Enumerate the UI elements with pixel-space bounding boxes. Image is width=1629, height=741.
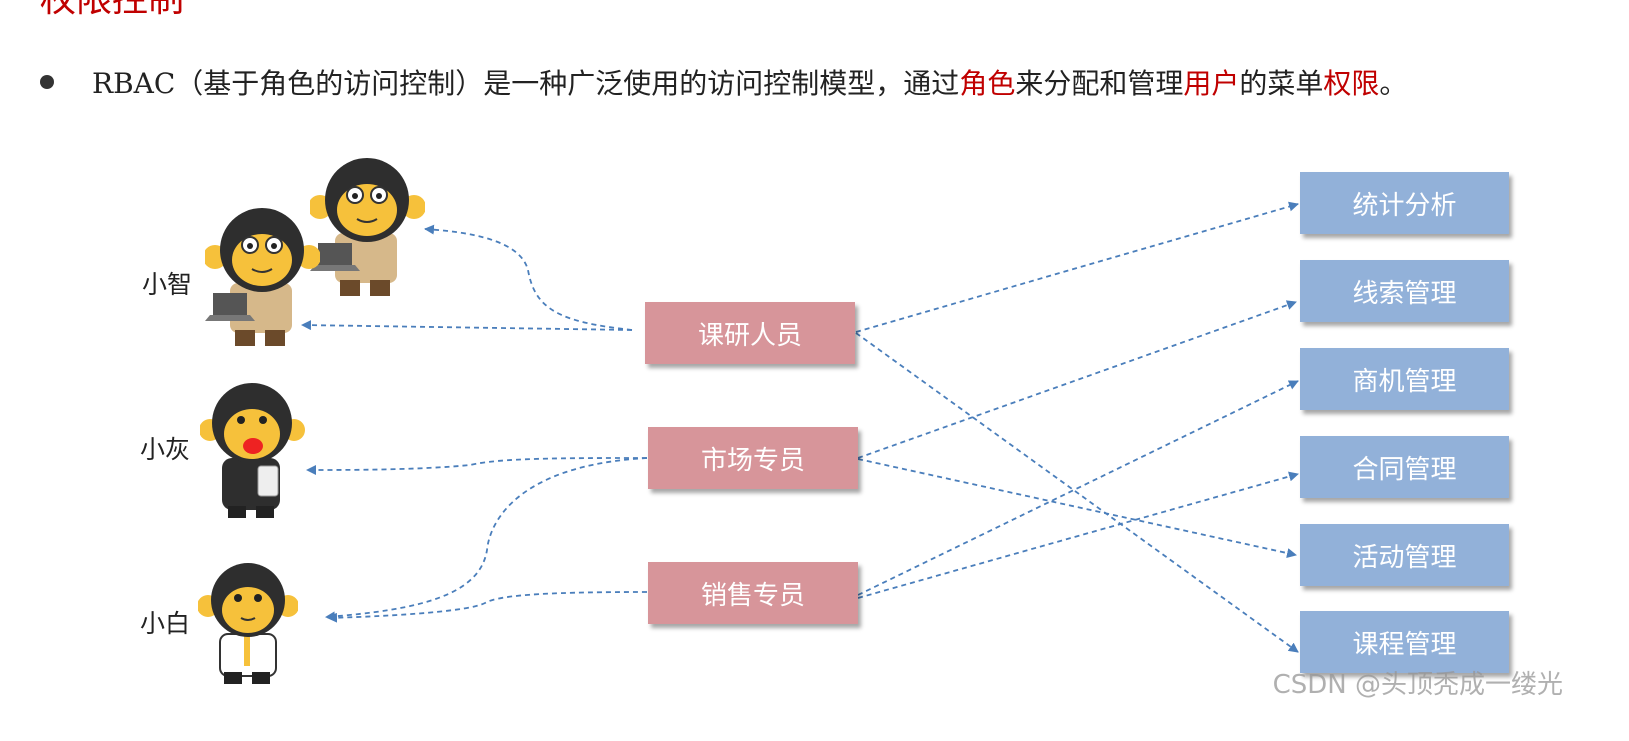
user-name-xiaozhi: 小智: [142, 270, 193, 299]
role-box-marketing: 市场专员: [648, 427, 858, 489]
intro-text-3: 的菜单: [1239, 67, 1324, 100]
monkey-laptop-avatar-back: [310, 158, 425, 296]
page-title: 权限控制: [40, 0, 184, 20]
user-name-xiaohui: 小灰: [140, 435, 191, 464]
arrow-role2-to-user3: [325, 457, 648, 622]
arrow-role1-to-perm6: [855, 332, 1299, 653]
user-name-xiaobai: 小白: [140, 609, 191, 638]
permission-box-activities: 活动管理: [1300, 524, 1509, 586]
watermark: CSDN @头顶秃成一缕光: [1272, 670, 1563, 700]
permission-box-statistics: 统计分析: [1300, 172, 1509, 234]
role-box-sales: 销售专员: [648, 562, 858, 624]
role-label: 市场专员: [700, 445, 805, 476]
permission-label: 活动管理: [1352, 542, 1457, 573]
intro-text-2: 来分配和管理: [1015, 67, 1184, 100]
role-label: 销售专员: [700, 580, 805, 611]
arrow-role1-to-user1-a: [424, 224, 633, 331]
intro-bullet: RBAC（基于角色的访问控制）是一种广泛使用的访问控制模型，通过角色来分配和管理…: [40, 60, 1407, 104]
arrow-role2-to-perm5: [857, 458, 1297, 558]
arrow-role2-to-user2: [306, 457, 648, 475]
intro-highlight-user: 用户: [1183, 67, 1240, 100]
permission-label: 线索管理: [1352, 278, 1457, 309]
monkey-laptop-avatar-front: [205, 208, 320, 346]
permission-label: 统计分析: [1352, 190, 1457, 221]
arrow-role3-to-perm4: [857, 471, 1299, 599]
permission-box-courses: 课程管理: [1300, 611, 1509, 673]
arrow-role2-to-perm2: [857, 300, 1297, 459]
intro-text-4: 。: [1379, 67, 1408, 100]
arrow-role1-to-perm1: [855, 201, 1299, 333]
permission-label: 商机管理: [1352, 366, 1457, 397]
monkey-shirt-avatar: [198, 563, 298, 684]
role-label: 课研人员: [697, 320, 802, 351]
arrow-role3-to-user3: [327, 591, 648, 623]
permission-label: 课程管理: [1352, 629, 1457, 660]
permission-box-leads: 线索管理: [1300, 260, 1509, 322]
intro-text-1: RBAC（基于角色的访问控制）是一种广泛使用的访问控制模型，通过: [92, 67, 960, 100]
permission-box-contracts: 合同管理: [1300, 436, 1509, 498]
permission-label: 合同管理: [1352, 454, 1457, 485]
role-box-course-research: 课研人员: [645, 302, 855, 364]
monkey-phone-avatar: [200, 383, 305, 518]
intro-highlight-permission: 权限: [1323, 67, 1380, 100]
permission-box-opportunities: 商机管理: [1300, 348, 1509, 410]
arrow-role1-to-user1-b: [301, 320, 633, 331]
intro-highlight-role: 角色: [959, 67, 1016, 100]
bullet-dot: [40, 75, 54, 89]
arrow-role3-to-perm3: [857, 380, 1299, 596]
